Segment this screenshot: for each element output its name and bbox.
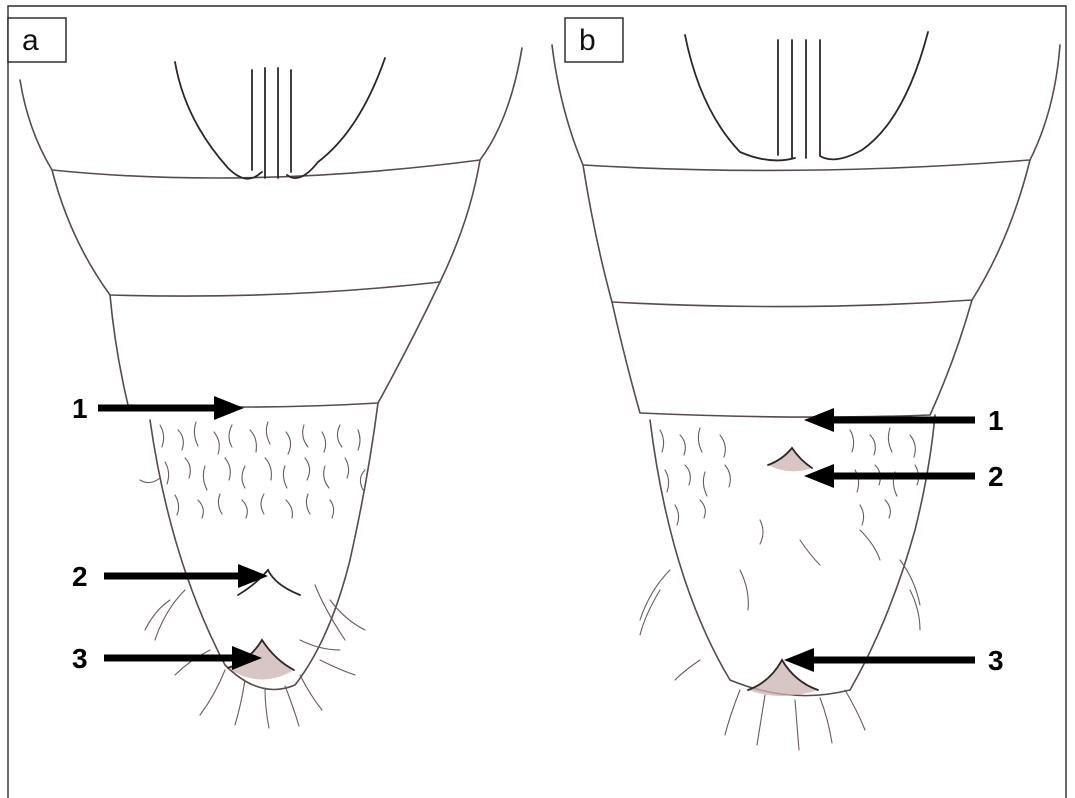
arrow-a-3-label: 3: [72, 643, 88, 674]
segment-outline: [583, 160, 1030, 307]
arrow-a-2: 2: [72, 561, 268, 592]
arrow-b-3: 3: [784, 645, 1004, 676]
segment-outline: [20, 48, 522, 178]
plate-lobe: [820, 32, 928, 159]
panel-a: a: [8, 18, 522, 728]
arrow-a-3: 3: [72, 643, 262, 674]
panel-b-label: b: [579, 24, 596, 57]
segment-outline: [110, 282, 440, 407]
panel-a-label: a: [22, 24, 39, 57]
segment-outline: [612, 300, 972, 417]
panel-b: b: [552, 18, 1060, 750]
arrow-b-3-label: 3: [988, 645, 1004, 676]
arrow-b-1: 1: [804, 405, 1004, 436]
arrow-a-1: 1: [72, 393, 244, 424]
arrow-a-2-label: 2: [72, 561, 88, 592]
arrow-b-2-label: 2: [988, 461, 1004, 492]
abdomen-drawing-b: [552, 32, 1060, 750]
figure-frame: [8, 6, 1066, 798]
plate-lobe: [175, 62, 262, 179]
arrow-b-1-label: 1: [988, 405, 1004, 436]
arrow-a-1-label: 1: [72, 393, 88, 424]
plate-lobe: [287, 58, 385, 178]
segment-outline: [52, 160, 480, 296]
arrow-b-2: 2: [804, 461, 1004, 492]
abdomen-drawing-a: [20, 48, 522, 728]
